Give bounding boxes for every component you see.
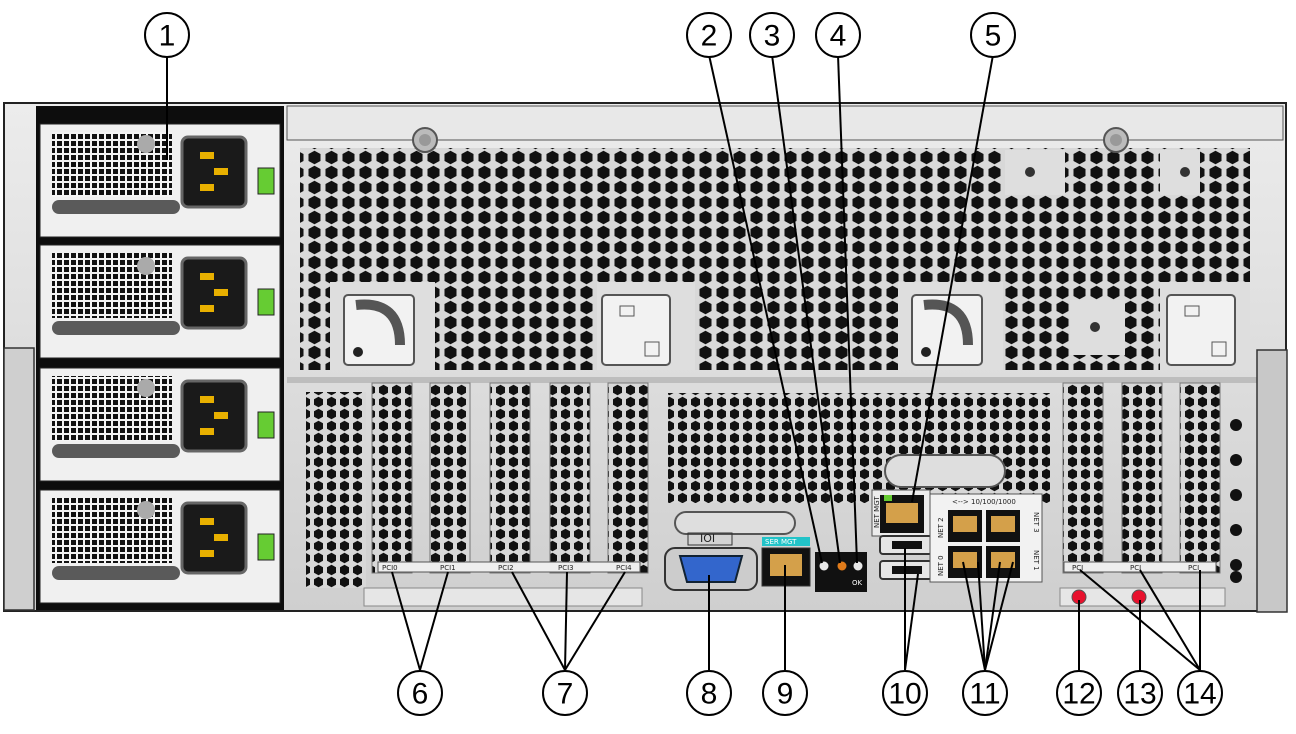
- pci-labels-left: PCI0 PCI1 PCI2 PCI3 PCI4: [382, 564, 632, 572]
- callout-7-label: 7: [557, 678, 574, 711]
- upper-vent-area: [300, 148, 1250, 370]
- lower-left-vent: [306, 392, 366, 588]
- callout-11-label: 11: [969, 678, 1000, 711]
- status-led-panel: OK: [815, 552, 867, 592]
- power-supply-4[interactable]: [39, 489, 281, 604]
- callout-4: 4: [815, 12, 861, 58]
- net0-label: NET 0: [937, 555, 945, 576]
- pci0-label: PCI0: [382, 564, 398, 572]
- fan-latch-right[interactable]: [911, 294, 983, 366]
- pci-slots-left: [363, 382, 649, 607]
- callout-13: 13: [1117, 670, 1163, 716]
- thumb-screw-right[interactable]: [1103, 127, 1129, 153]
- network-ports: <--> 10/100/1000 NET 2 NET 0 NET 3 NET 1: [929, 493, 1043, 583]
- center-vent: [668, 393, 1050, 535]
- fan-module-right[interactable]: [1166, 294, 1236, 366]
- net2-port[interactable]: [948, 510, 982, 542]
- pci-right-label-1: PCI: [1072, 564, 1083, 572]
- usb-ports: [879, 535, 933, 580]
- callout-10-label: 10: [888, 678, 921, 711]
- callout-14-label: 14: [1183, 678, 1216, 711]
- net1-port[interactable]: [986, 546, 1020, 578]
- callout-6-label: 6: [412, 678, 429, 711]
- net-mgt-label: NET MGT: [873, 496, 881, 528]
- power-supply-3[interactable]: [39, 367, 281, 482]
- power-supply-bay: [36, 106, 284, 610]
- callout-5-label: 5: [985, 20, 1002, 53]
- callout-9: 9: [762, 670, 808, 716]
- pci3-label: PCI3: [558, 564, 574, 572]
- net3-label: NET 3: [1032, 512, 1040, 533]
- fault-led: [837, 561, 847, 571]
- pci2-label: PCI2: [498, 564, 514, 572]
- pci-right-label-2: PCI: [1130, 564, 1141, 572]
- callout-3-label: 3: [764, 20, 781, 53]
- callout-13-label: 13: [1123, 678, 1156, 711]
- callout-2-label: 2: [701, 20, 718, 53]
- callout-1: 1: [144, 12, 190, 58]
- pci4-label: PCI4: [616, 564, 632, 572]
- power-ok-led: [853, 561, 863, 571]
- leader-lines: [166, 54, 1201, 671]
- callout-5: 5: [970, 12, 1016, 58]
- net-mgt-port[interactable]: NET MGT: [871, 489, 931, 537]
- ok-label: OK: [852, 579, 863, 587]
- callout-7: 7: [542, 670, 588, 716]
- net2-label: NET 2: [937, 517, 945, 538]
- callout-14: 14: [1177, 670, 1223, 716]
- callout-4-label: 4: [830, 20, 847, 53]
- callout-1-label: 1: [159, 20, 176, 53]
- callout-9-label: 9: [777, 678, 794, 711]
- callout-6: 6: [397, 670, 443, 716]
- callout-12-label: 12: [1062, 678, 1095, 711]
- fan-latch-left[interactable]: [343, 294, 415, 366]
- callout-3: 3: [749, 12, 795, 58]
- right-edge-holes: [1230, 419, 1242, 583]
- fan-module-left[interactable]: [601, 294, 671, 366]
- pci1-label: PCI1: [440, 564, 456, 572]
- thumb-screw-left[interactable]: [412, 127, 438, 153]
- net-speed-label: <--> 10/100/1000: [952, 498, 1016, 506]
- ser-mgt-label: SER MGT: [765, 538, 797, 546]
- power-supply-1[interactable]: [39, 123, 281, 238]
- callout-8: 8: [686, 670, 732, 716]
- callout-2: 2: [686, 12, 732, 58]
- net0-port[interactable]: [948, 546, 982, 578]
- pci-right-label-3: PCI: [1188, 564, 1199, 572]
- net3-port[interactable]: [986, 510, 1020, 542]
- locator-led[interactable]: [819, 561, 829, 571]
- vga-label: IOI: [700, 532, 715, 545]
- net1-label: NET 1: [1032, 550, 1040, 571]
- callout-8-label: 8: [701, 678, 718, 711]
- callout-12: 12: [1056, 670, 1102, 716]
- power-supply-2[interactable]: [39, 244, 281, 359]
- callout-11: 11: [962, 670, 1008, 716]
- vga-port[interactable]: IOI: [664, 532, 758, 591]
- callout-10: 10: [882, 670, 928, 716]
